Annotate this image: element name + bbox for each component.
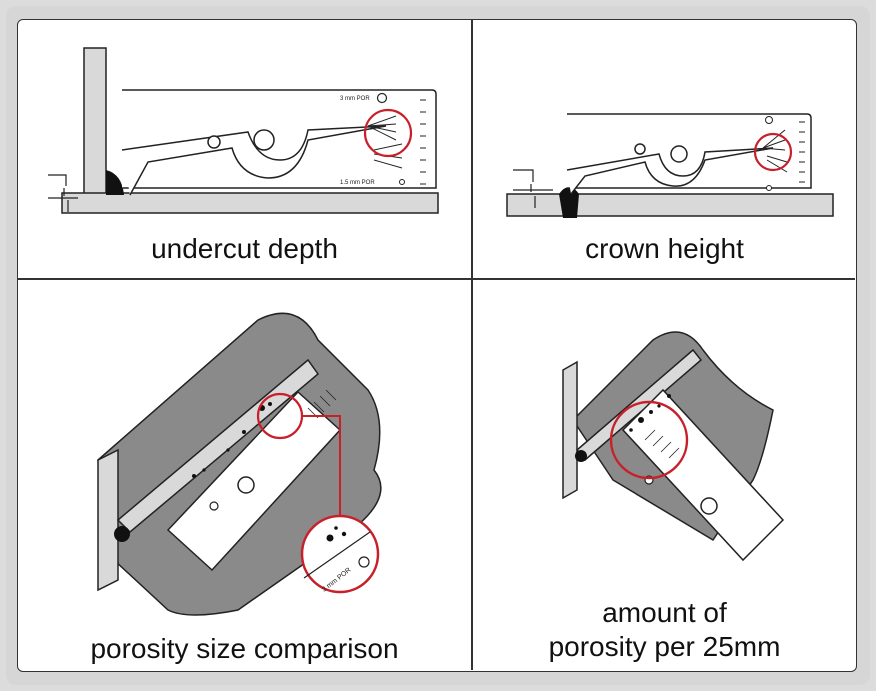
pivot-hole <box>634 143 646 155</box>
caption-crown-height: crown height <box>585 233 744 264</box>
por-15mm-label: 1.5 mm POR <box>340 180 375 186</box>
gauge-pointer-arm <box>121 125 387 196</box>
por-hole-bottom <box>766 185 772 191</box>
porosity-amount-illustration <box>562 331 785 562</box>
porosity-size-illustration: 3 mm POR <box>97 312 382 616</box>
depth-marker <box>48 174 78 212</box>
por-15mm-hole <box>399 179 405 185</box>
caption-porosity-amount-line1: amount of <box>602 597 727 628</box>
pivot-hole <box>209 501 219 511</box>
weld-spot <box>575 450 587 462</box>
weld-crown <box>559 187 579 218</box>
highlight-circle <box>609 400 689 480</box>
pivot-ring <box>670 145 688 163</box>
vertical-divider <box>471 20 473 670</box>
pivot-ring <box>700 497 718 515</box>
por-3mm-hole <box>376 92 388 104</box>
porosity-dots <box>629 394 671 432</box>
cell-crown-height: crown height <box>473 20 856 278</box>
weld-bead <box>106 170 124 195</box>
cell-undercut-depth: 3 mm POR 1.5 mm POR undercut depth <box>18 20 471 278</box>
cell-porosity-amount: amount of porosity per 25mm <box>473 280 856 671</box>
caption-porosity-size: porosity size comparison <box>90 633 399 664</box>
caption-porosity-amount-line2: porosity per 25mm <box>548 631 781 662</box>
gauge-pointer-arm <box>566 147 774 195</box>
crown-illustration <box>506 113 834 218</box>
cell-porosity-size: 3 mm POR porosity size comparison <box>18 280 471 671</box>
zoom-porosity-dots <box>326 526 347 542</box>
base-plate <box>61 192 439 214</box>
por-hole-top <box>765 116 773 124</box>
height-marker <box>513 169 553 208</box>
pivot-ring <box>253 129 275 151</box>
pivot-ring <box>237 476 255 494</box>
zoom-por-hole <box>358 556 370 568</box>
gauge-body <box>122 89 437 189</box>
zoom-callout-edge <box>303 531 371 579</box>
gauge-scale <box>762 121 805 183</box>
por-3mm-label: 3 mm POR <box>340 96 370 102</box>
gauge-body <box>567 113 812 189</box>
vertical-plate <box>83 47 107 199</box>
weld-spot <box>114 526 130 542</box>
base-plate <box>506 193 834 217</box>
caption-undercut-depth: undercut depth <box>151 233 338 264</box>
vertical-plate <box>97 448 119 592</box>
highlight-circle <box>363 108 413 158</box>
undercut-illustration: 3 mm POR 1.5 mm POR <box>48 47 439 214</box>
gauge-scale <box>644 429 680 459</box>
leader-line <box>302 415 341 530</box>
zoom-callout <box>300 514 380 594</box>
gauge-scale <box>367 99 426 185</box>
porosity-dots <box>192 402 272 478</box>
highlight-circle <box>753 132 793 172</box>
horizontal-divider <box>18 278 855 280</box>
vertical-plate <box>562 360 578 500</box>
pivot-hole <box>207 135 221 149</box>
diagram-panel: 3 mm POR 1.5 mm POR undercut depth <box>17 19 857 672</box>
gauge-strip <box>621 388 785 562</box>
